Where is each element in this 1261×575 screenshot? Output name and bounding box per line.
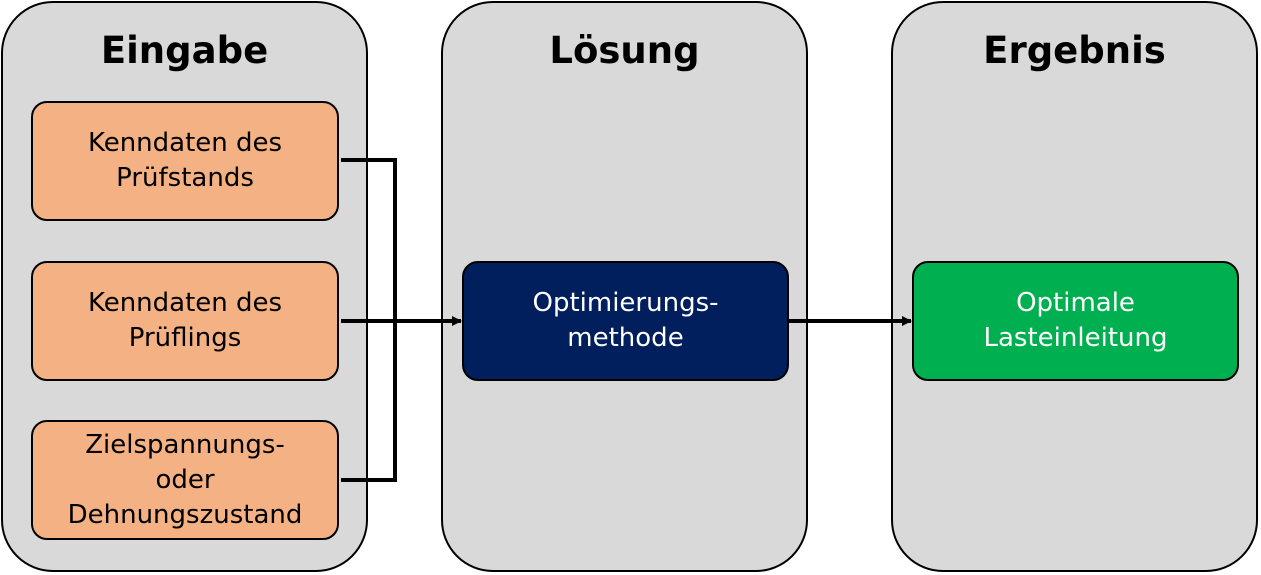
input-box-zielzustand: Zielspannungs- oder Dehnungszustand (31, 420, 339, 540)
output-box: Optimale Lasteinleitung (912, 261, 1239, 381)
input-box-pruefling: Kenndaten des Prüflings (31, 261, 339, 381)
column-title-solution: Lösung (549, 29, 700, 72)
column-title-input: Eingabe (100, 29, 269, 72)
column-title-result: Ergebnis (983, 29, 1166, 72)
input-box-pruefstand: Kenndaten des Prüfstands (31, 101, 339, 221)
method-box: Optimierungs- methode (462, 261, 789, 381)
